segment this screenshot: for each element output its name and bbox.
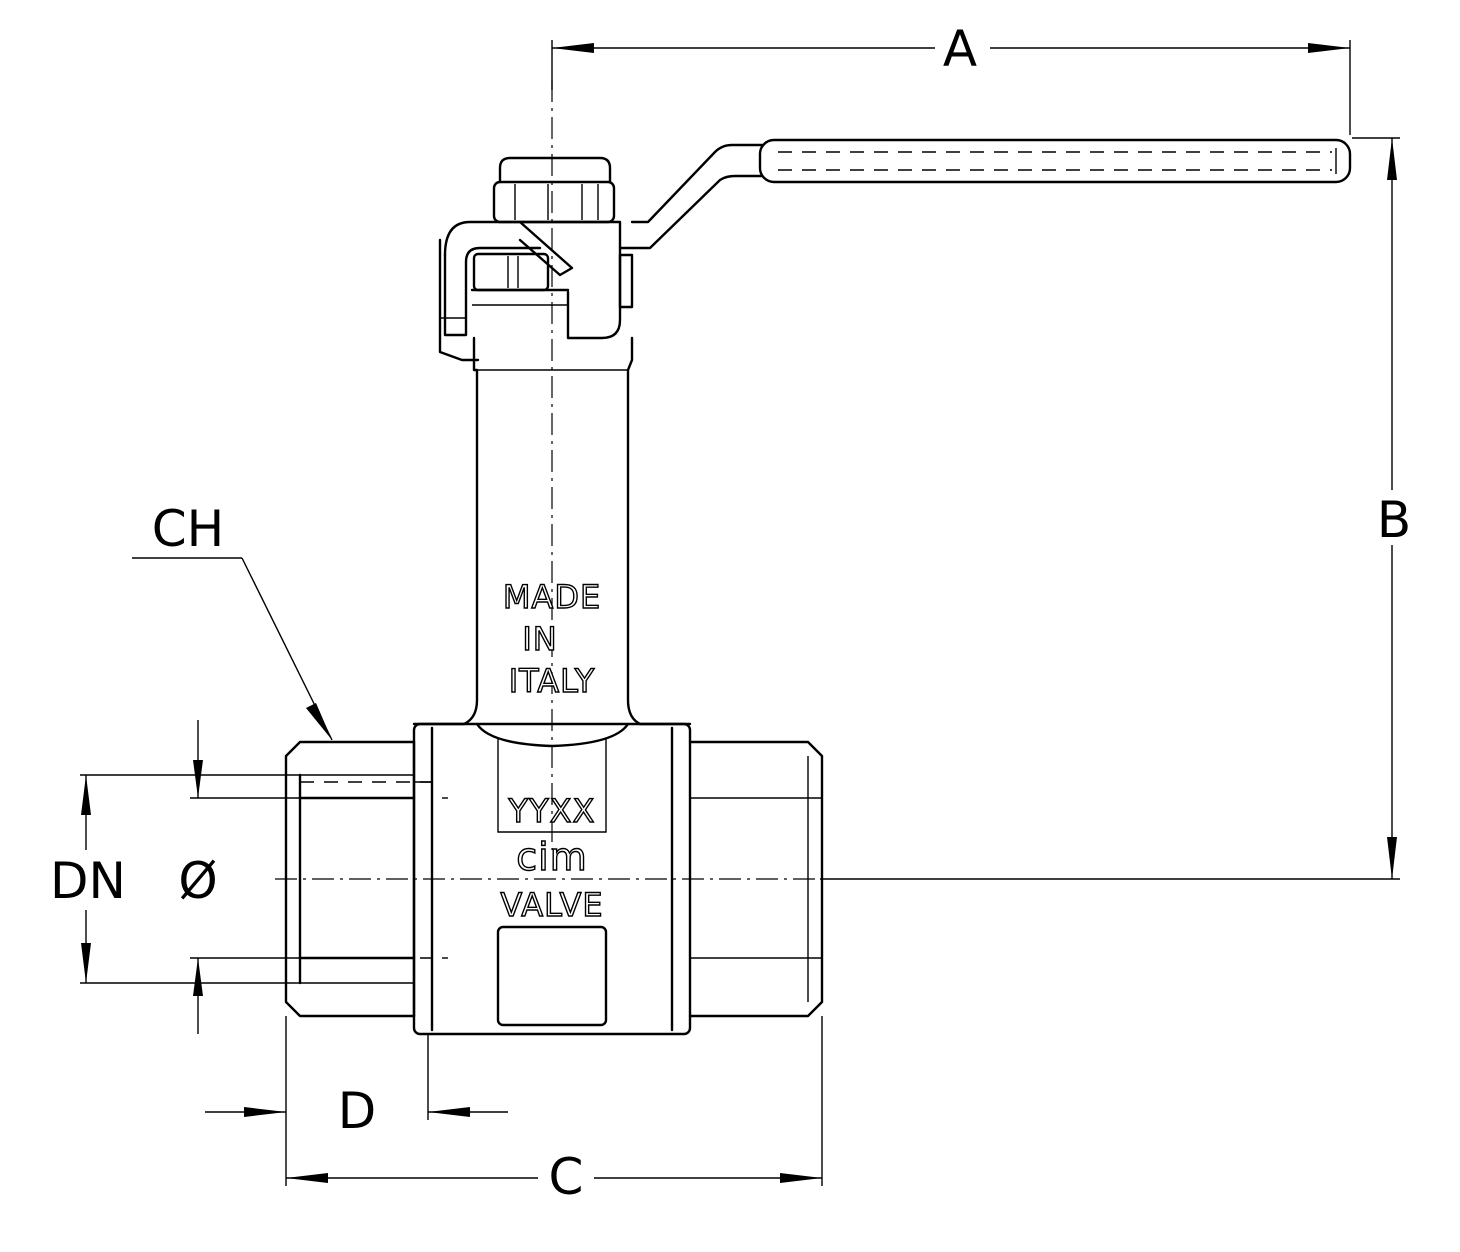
marking-code: YYXX [508,792,596,830]
left-end-fitting [284,740,433,1018]
hex-nut [492,156,616,224]
dimension-a: A [551,20,1351,135]
dim-label-dn: DN [50,852,126,910]
marking-made: MADE [503,578,601,616]
dimension-dn: DN [50,774,286,984]
dim-label-d: D [338,1082,377,1140]
dimension-ch: CH [132,500,333,741]
dimension-d: D [205,1016,508,1186]
lever-handle [618,138,1352,250]
dimension-diameter: Ø [178,720,300,1034]
dim-label-b: B [1377,491,1411,549]
dim-label-c: C [549,1148,584,1206]
dim-label-a: A [943,20,977,78]
marking-italy: ITALY [509,662,596,700]
marking-brand: cim [516,835,587,879]
dimension-c: C [286,1016,823,1206]
dim-label-diameter: Ø [178,852,217,910]
marking-valve: VALVE [500,886,603,924]
dim-label-ch: CH [152,500,225,558]
dimension-b: B [1352,137,1411,879]
right-end-fitting [688,740,824,1018]
marking-in: IN [522,620,557,658]
body-markings: MADE IN ITALY YYXX cim VALVE [500,577,604,924]
bonnet [438,220,634,362]
